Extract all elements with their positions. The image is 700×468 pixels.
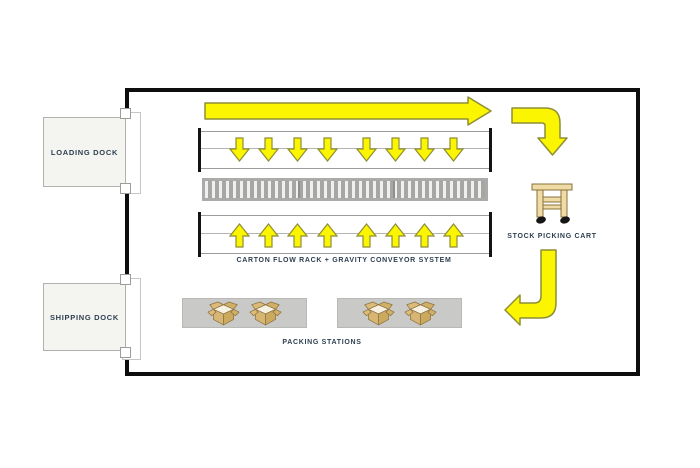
open-carton-icon <box>362 301 395 326</box>
flow-arrow-up-icon <box>287 223 309 248</box>
rack-arrow-slot <box>442 222 465 248</box>
carton-flow-rack-upper <box>198 128 492 172</box>
shipping-dock-label: SHIPPING DOCK <box>49 312 120 322</box>
flow-arrow-down-icon <box>257 137 280 162</box>
gravity-conveyor-icon <box>202 178 488 201</box>
stock-picking-cart-icon <box>531 183 573 224</box>
flow-arrow-up-icon <box>355 223 377 248</box>
flow-arrow-down-icon <box>316 137 338 162</box>
elbow-arrow-right-down-icon <box>511 107 568 156</box>
rack-arrow-slot <box>228 222 250 248</box>
flow-arrow-down-icon <box>442 137 465 162</box>
rack-arrow-slot <box>384 137 406 163</box>
rack-arrow-slot <box>228 137 250 163</box>
loading-dock-door-cap-bottom <box>120 183 131 194</box>
flow-arrow-up-icon <box>228 223 250 248</box>
loading-dock: LOADING DOCK <box>43 117 126 187</box>
rack-end-post <box>489 128 492 172</box>
rack-system-label: CARTON FLOW RACK + GRAVITY CONVEYOR SYST… <box>236 257 452 264</box>
rack-arrow-slot <box>287 222 309 248</box>
carton-flow-rack-lower <box>198 212 492 257</box>
open-carton-icon <box>249 301 282 326</box>
rack-shelf-line <box>200 148 490 149</box>
shipping-dock-door-cap-bottom <box>120 347 131 358</box>
flow-arrow-down-icon <box>355 137 377 162</box>
conveyor-segment-divider <box>393 181 395 198</box>
flow-arrow-down-icon <box>413 137 436 162</box>
rack-arrow-slot <box>257 137 280 163</box>
loading-dock-label: LOADING DOCK <box>50 147 119 157</box>
shipping-dock: SHIPPING DOCK <box>43 283 126 351</box>
rack-arrow-slot <box>316 137 338 163</box>
stock-picking-cart-label: STOCK PICKING CART <box>507 233 597 240</box>
rack-arrow-slot <box>355 222 377 248</box>
packing-station <box>337 298 462 328</box>
main-aisle-flow-arrow-icon <box>204 96 492 126</box>
flow-arrow-up-icon <box>316 223 338 248</box>
rack-shelf-line <box>200 233 490 234</box>
rack-arrow-slot <box>316 222 338 248</box>
loading-dock-door-cap-top <box>120 108 131 119</box>
rack-end-post <box>198 212 201 257</box>
rack-arrow-slot <box>413 222 436 248</box>
flow-arrow-up-icon <box>257 223 280 248</box>
packing-station <box>182 298 307 328</box>
flow-arrow-down-icon <box>228 137 250 162</box>
rack-end-post <box>489 212 492 257</box>
rack-arrow-slot <box>257 222 280 248</box>
conveyor-segment-divider <box>298 181 300 198</box>
flow-arrow-up-icon <box>413 223 436 248</box>
open-carton-icon <box>207 301 240 326</box>
flow-arrow-up-icon <box>442 223 465 248</box>
elbow-arrow-down-left-icon <box>504 249 557 326</box>
flow-arrow-down-icon <box>287 137 309 162</box>
flow-arrow-up-icon <box>384 223 406 248</box>
open-carton-icon <box>404 301 437 326</box>
rack-arrow-slot <box>442 137 465 163</box>
rack-arrow-slot <box>287 137 309 163</box>
flow-arrow-down-icon <box>384 137 406 162</box>
shipping-dock-door-cap-top <box>120 274 131 285</box>
rack-arrow-slot <box>413 137 436 163</box>
rack-arrow-slot <box>384 222 406 248</box>
rack-arrow-slot <box>355 137 377 163</box>
rack-end-post <box>198 128 201 172</box>
packing-stations-label: PACKING STATIONS <box>282 339 362 346</box>
